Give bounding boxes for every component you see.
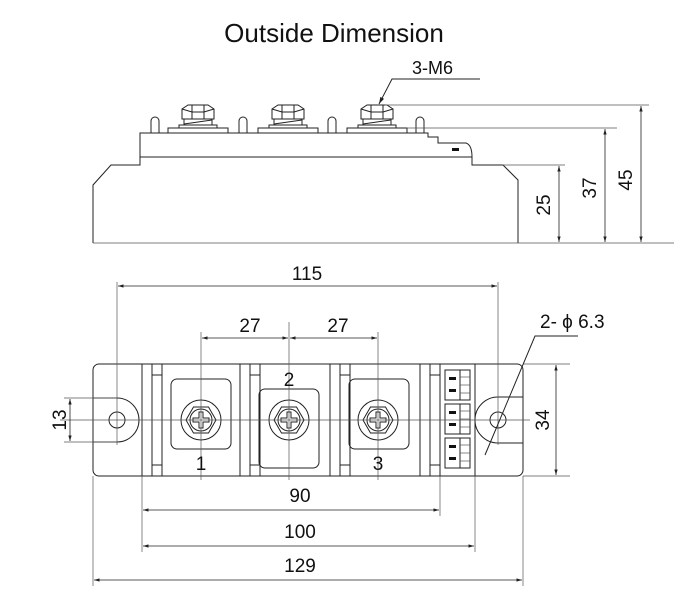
control-connector-icon [444,403,471,435]
terminal-nut-icon [346,104,408,134]
terminal-nut-icon [167,104,229,134]
dim-25-label: 25 [534,194,555,215]
terminal-3-label: 3 [373,454,384,475]
control-connector-icon [444,369,471,401]
dim-115-label: 115 [292,264,322,285]
dim-100-label: 100 [284,522,316,543]
terminal-nut-icon [257,104,319,134]
side-tab [327,116,337,133]
hole-dia-label: 2- ϕ 6.3 [540,312,605,333]
dim-37-label: 37 [580,177,601,198]
thread-label: 3-M6 [412,58,453,78]
side-tab [238,116,248,133]
dim-90-label: 90 [289,486,310,507]
dim-27-right-label: 27 [327,316,348,337]
dim-129-label: 129 [284,556,316,577]
control-connector-icon [444,437,471,469]
side-tab [415,116,425,133]
top-view: 115 27 27 2- ϕ 6.3 13 34 90 100 129 1 2 … [50,264,605,586]
terminal-2-label: 2 [284,370,295,391]
side-tab [150,116,160,133]
dim-27-left-label: 27 [239,316,260,337]
side-view: 25 37 45 3-M6 [92,58,674,244]
drawing-title: Outside Dimension [224,18,444,48]
dim-45-label: 45 [616,169,637,190]
terminal-1-label: 1 [196,454,207,475]
dim-13-label: 13 [50,409,71,430]
dim-34-label: 34 [533,409,554,431]
